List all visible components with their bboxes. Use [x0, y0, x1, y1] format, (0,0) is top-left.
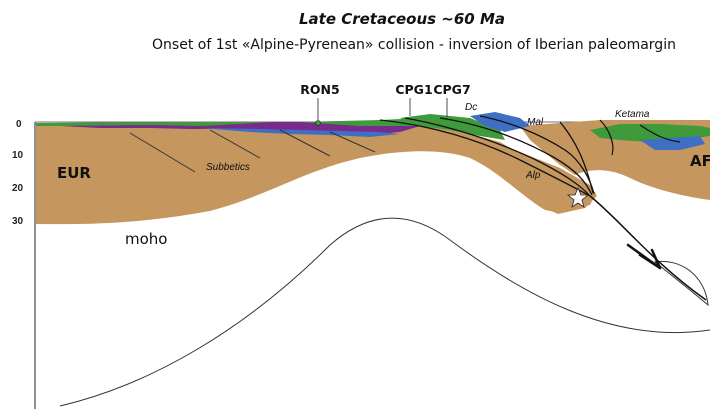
well-label-cpg1: CPG1 — [395, 82, 432, 97]
unit-label-ketama: Ketama — [615, 109, 650, 120]
depth-tick-10: 10 — [12, 150, 24, 161]
unit-label-dc: Dc — [465, 102, 477, 113]
depth-tick-0: 0 — [16, 119, 22, 130]
diagram-subtitle: Onset of 1st «Alpine-Pyrenean» collision… — [152, 37, 676, 53]
unit-label-mal: Mal — [527, 117, 544, 128]
subduction-fault — [590, 196, 706, 300]
moho-label: moho — [125, 230, 167, 248]
well-label-cpg7: CPG7 — [433, 82, 470, 97]
diagram-title: Late Cretaceous ~60 Ma — [299, 10, 505, 28]
plate-label-eur: EUR — [57, 164, 91, 182]
well-dot-ron5 — [316, 121, 321, 126]
unit-label-alp: Alp — [525, 170, 541, 181]
depth-tick-20: 20 — [12, 183, 24, 194]
plate-label-af: AF — [690, 152, 710, 170]
depth-tick-30: 30 — [12, 216, 24, 227]
well-label-ron5: RON5 — [300, 82, 339, 97]
unit-label-subbetics: Subbetics — [206, 162, 250, 173]
slab-tip-outline — [655, 261, 708, 305]
